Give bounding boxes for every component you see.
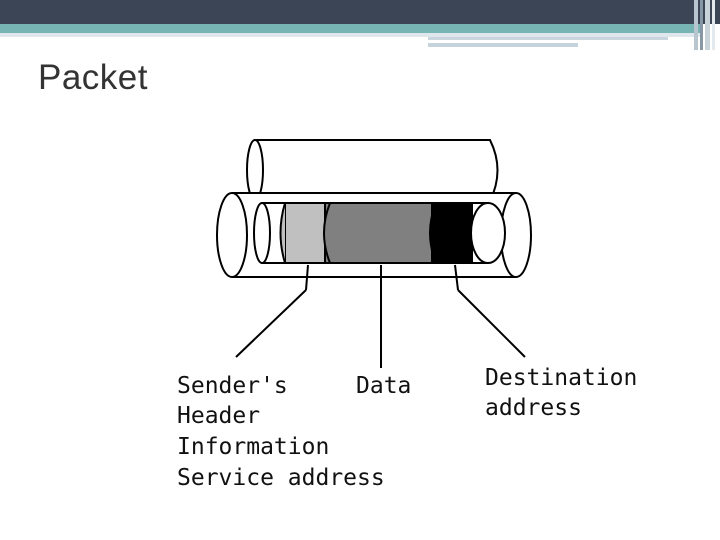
segment-destination-left-curve <box>429 202 437 264</box>
destination-label-line-1: Destination <box>485 365 637 391</box>
destination-leader-line <box>454 264 459 291</box>
sender-leader-line-diagonal <box>235 289 307 358</box>
sender-leader-line <box>305 264 309 291</box>
sender-label-line-4: Service address <box>177 465 385 491</box>
top-accent-light-band <box>0 33 700 37</box>
top-bar <box>0 0 720 24</box>
page-title: Packet <box>38 58 148 97</box>
outer-tube-left-cap <box>216 192 248 278</box>
data-label: Data <box>356 373 411 399</box>
packet-left-end <box>253 202 271 264</box>
segment-data <box>324 202 436 264</box>
decorative-rule-b <box>428 43 578 47</box>
destination-leader-line-diagonal <box>457 289 526 358</box>
sender-label-line-1: Sender's <box>177 373 288 399</box>
segment-data-left-curve <box>323 202 331 264</box>
destination-label-line-2: address <box>485 395 582 421</box>
upper-cylinder-body <box>254 139 499 202</box>
upper-cylinder-left-cap <box>246 139 264 201</box>
sender-label-line-3: Information <box>177 434 329 460</box>
packet-left-outline <box>279 202 286 264</box>
decorative-rule-a <box>428 37 668 40</box>
corner-stripes <box>694 0 720 50</box>
packet-right-end <box>470 202 506 264</box>
segment-destination <box>431 202 473 264</box>
top-accent-band <box>0 24 700 33</box>
sender-label-line-2: Header <box>177 403 260 429</box>
